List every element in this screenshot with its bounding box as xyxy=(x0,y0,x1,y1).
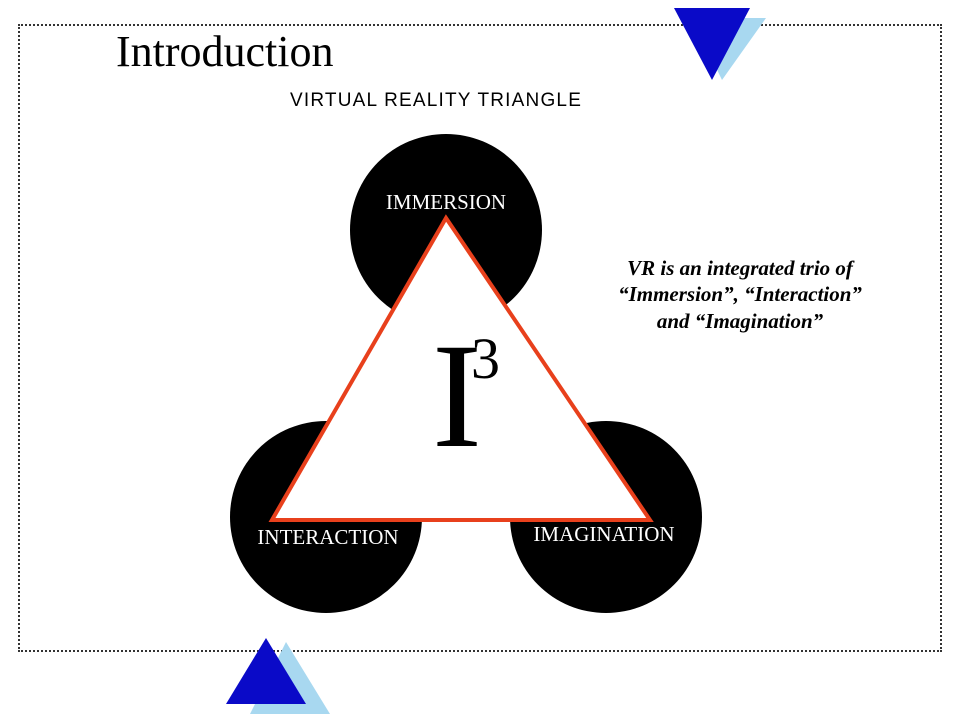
center-symbol: I xyxy=(432,313,482,479)
caption-text: VR is an integrated trio of “Immersion”,… xyxy=(560,255,920,334)
caption-line: “Immersion”, “Interaction” xyxy=(618,282,862,307)
slide-frame xyxy=(18,24,942,652)
caption-line: and “Imagination” xyxy=(656,308,824,333)
caption-line: VR is an integrated trio of xyxy=(627,256,853,280)
interaction-label: INTERACTION xyxy=(257,525,398,549)
triangle-up-decoration-icon xyxy=(226,638,330,714)
slide-title: Introduction xyxy=(116,27,334,76)
center-triangle xyxy=(268,214,654,522)
triangle-down-decoration-icon xyxy=(674,8,766,80)
immersion-label: IMMERSION xyxy=(386,190,506,214)
center-superscript: 3 xyxy=(471,326,500,391)
imagination-label: IMAGINATION xyxy=(533,522,674,546)
diagram-subtitle: VIRTUAL REALITY TRIANGLE xyxy=(290,90,583,111)
